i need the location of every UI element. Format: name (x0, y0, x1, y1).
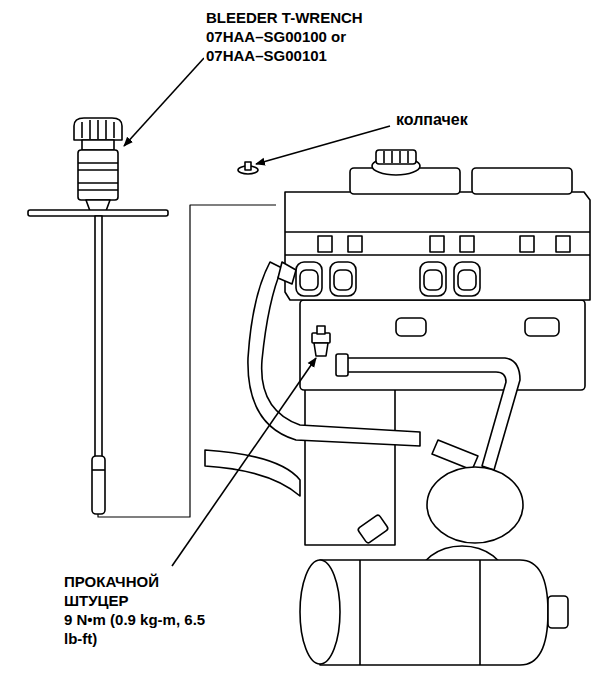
bleeder-screw (312, 326, 330, 356)
abs-modulator (205, 150, 590, 665)
leader-arrow (172, 358, 316, 566)
part-label: колпачек (394, 110, 518, 129)
leader-arrow (124, 58, 204, 146)
leader-arrow (256, 126, 390, 164)
tool-name: BLEEDER T-WRENCH (204, 8, 398, 27)
torque-spec: 9 N•m (0.9 kg-m, 6.5 lb-ft) (62, 610, 216, 648)
part-label: ПРОКАЧНОЙ ШТУЦЕР (62, 572, 178, 610)
bleeder-t-wrench (28, 118, 168, 514)
bleeder-cap (238, 162, 258, 174)
part-number: 07HAA–SG00100 or 07HAA–SG00101 (204, 27, 386, 65)
